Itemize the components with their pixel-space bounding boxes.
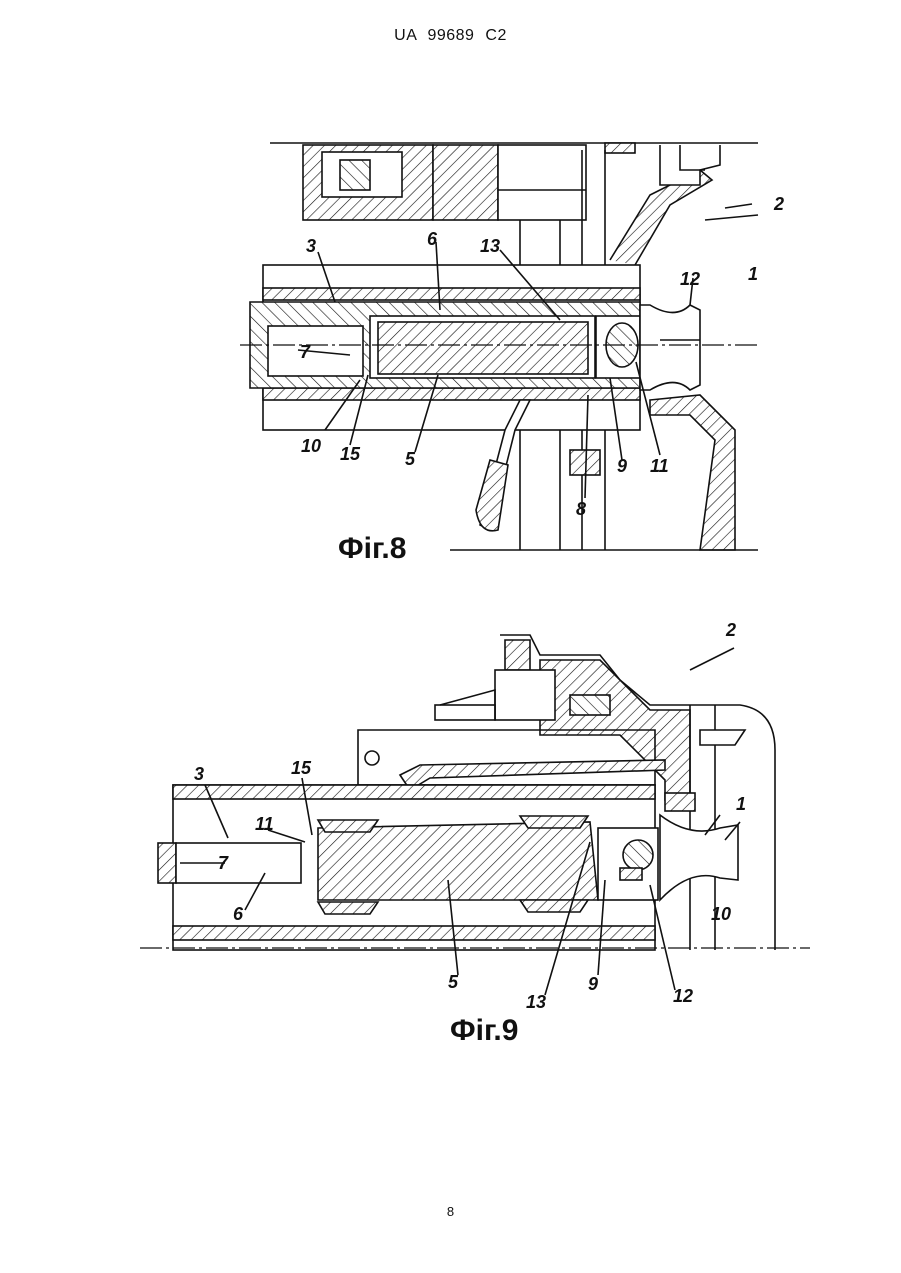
label-10: 11: [255, 814, 274, 834]
label-1: 1: [748, 264, 758, 284]
figure-9-drawing: 2 1 3 15 11 7 6 5 13 9 12 10 Фіг.9: [0, 610, 901, 1060]
label-6: 6: [233, 904, 244, 924]
label-15: 15: [291, 758, 312, 778]
label-3: 3: [194, 764, 204, 784]
label-12: 12: [673, 986, 693, 1006]
page-number: 8: [0, 1204, 901, 1219]
label-5: 5: [448, 972, 459, 992]
header-country: UA: [394, 27, 416, 44]
label-3: 3: [306, 236, 316, 256]
figure-8-caption: Фіг.8: [338, 532, 406, 565]
header-kind: C2: [485, 27, 506, 44]
label-13: 13: [526, 992, 546, 1012]
label-2: 2: [725, 620, 736, 640]
label-15: 15: [340, 444, 361, 464]
label-2: 2: [773, 194, 784, 214]
label-6: 6: [427, 229, 438, 249]
figure-9-caption: Фіг.9: [450, 1014, 518, 1047]
label-5: 5: [405, 449, 416, 469]
label-13: 13: [480, 236, 500, 256]
label-8: 8: [576, 499, 586, 519]
label-12: 11: [650, 456, 669, 476]
label-11: 10: [711, 904, 731, 924]
label-7: 7: [300, 342, 311, 362]
patent-header: UA 99689 C2: [0, 27, 901, 45]
label-7: 7: [218, 853, 229, 873]
label-11: 12: [680, 269, 700, 289]
label-1: 1: [736, 794, 746, 814]
label-9: 9: [588, 974, 598, 994]
header-number: 99689: [427, 27, 474, 44]
label-9: 9: [617, 456, 627, 476]
label-10: 10: [301, 436, 321, 456]
figure-8-drawing: 2 1 12 3 6 13 7 10 15 5 8 9 11 Фіг.8: [0, 130, 901, 580]
